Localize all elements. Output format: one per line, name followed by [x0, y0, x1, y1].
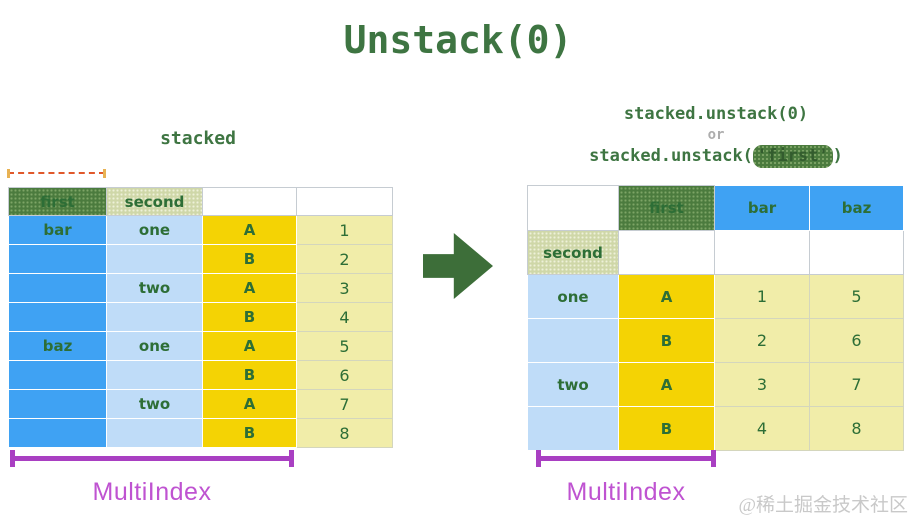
table-cell: bar — [8, 215, 107, 245]
table-cell — [714, 230, 810, 275]
table-cell: second — [527, 230, 619, 275]
table-cell: A — [202, 215, 297, 245]
table-cell: baz — [8, 331, 107, 361]
table-cell — [809, 230, 904, 275]
table-cell: first — [8, 187, 107, 216]
table-cell: A — [202, 389, 297, 419]
table-cell: 2 — [714, 318, 810, 363]
table-cell: 8 — [296, 418, 393, 448]
first-column-measure-bracket — [7, 169, 106, 178]
table-cell — [8, 389, 107, 419]
table-cell: 4 — [296, 302, 393, 332]
table-cell: 1 — [296, 215, 393, 245]
table-cell: 2 — [296, 244, 393, 274]
table-cell — [8, 302, 107, 332]
table-cell: 5 — [296, 331, 393, 361]
table-cell: B — [618, 406, 715, 451]
table-cell — [106, 302, 203, 332]
table-cell: two — [106, 389, 203, 419]
code-line-unstack0: stacked.unstack(0) — [623, 104, 809, 124]
table-cell: one — [106, 331, 203, 361]
table-cell: 6 — [809, 318, 904, 363]
table-cell — [618, 230, 715, 275]
table-cell: two — [527, 362, 619, 407]
code-line-unstack-first: stacked.unstack('first') — [528, 145, 904, 168]
table-cell: 7 — [809, 362, 904, 407]
table-cell — [527, 185, 619, 231]
table-cell: A — [618, 274, 715, 319]
stacked-label: stacked — [160, 128, 236, 149]
table-cell — [8, 360, 107, 390]
table-cell: 1 — [714, 274, 810, 319]
table-cell — [106, 418, 203, 448]
table-cell: bar — [714, 185, 810, 231]
table-cell: 5 — [809, 274, 904, 319]
table-cell: second — [106, 187, 203, 216]
table-cell — [527, 406, 619, 451]
table-cell: first — [618, 185, 715, 231]
table-cell: B — [618, 318, 715, 363]
code-or-text: or — [707, 127, 725, 143]
multiindex-bracket-left — [10, 450, 294, 467]
watermark: @稀土掘金技术社区 — [738, 495, 909, 516]
table-cell — [527, 318, 619, 363]
table-cell: one — [527, 274, 619, 319]
unstack-code-block: stacked.unstack(0) or stacked.unstack('f… — [528, 103, 904, 168]
table-cell: B — [202, 244, 297, 274]
table-cell: 6 — [296, 360, 393, 390]
table-cell: A — [618, 362, 715, 407]
table-cell — [8, 244, 107, 274]
table-cell: 4 — [714, 406, 810, 451]
table-cell: A — [202, 331, 297, 361]
multiindex-label-left: MultiIndex — [92, 478, 212, 506]
table-cell: baz — [809, 185, 904, 231]
table-cell: 8 — [809, 406, 904, 451]
multiindex-label-right: MultiIndex — [566, 478, 686, 506]
transform-arrow-icon — [423, 233, 493, 299]
table-cell: A — [202, 273, 297, 303]
table-cell: B — [202, 418, 297, 448]
table-cell — [8, 273, 107, 303]
table-cell: B — [202, 360, 297, 390]
table-cell — [8, 418, 107, 448]
first-arg-highlight: 'first' — [752, 145, 833, 168]
table-row: second — [527, 230, 904, 275]
table-cell: 3 — [714, 362, 810, 407]
table-cell: one — [106, 215, 203, 245]
page-title: Unstack(0) — [343, 18, 573, 62]
code-prefix: stacked.unstack( — [589, 146, 753, 166]
table-cell — [106, 360, 203, 390]
table-cell: 3 — [296, 273, 393, 303]
multiindex-bracket-right — [536, 450, 716, 467]
table-cell — [296, 187, 393, 216]
table-cell: two — [106, 273, 203, 303]
table-cell — [202, 187, 297, 216]
code-suffix: ) — [832, 146, 843, 166]
table-cell — [106, 244, 203, 274]
table-cell: 7 — [296, 389, 393, 419]
table-cell: B — [202, 302, 297, 332]
